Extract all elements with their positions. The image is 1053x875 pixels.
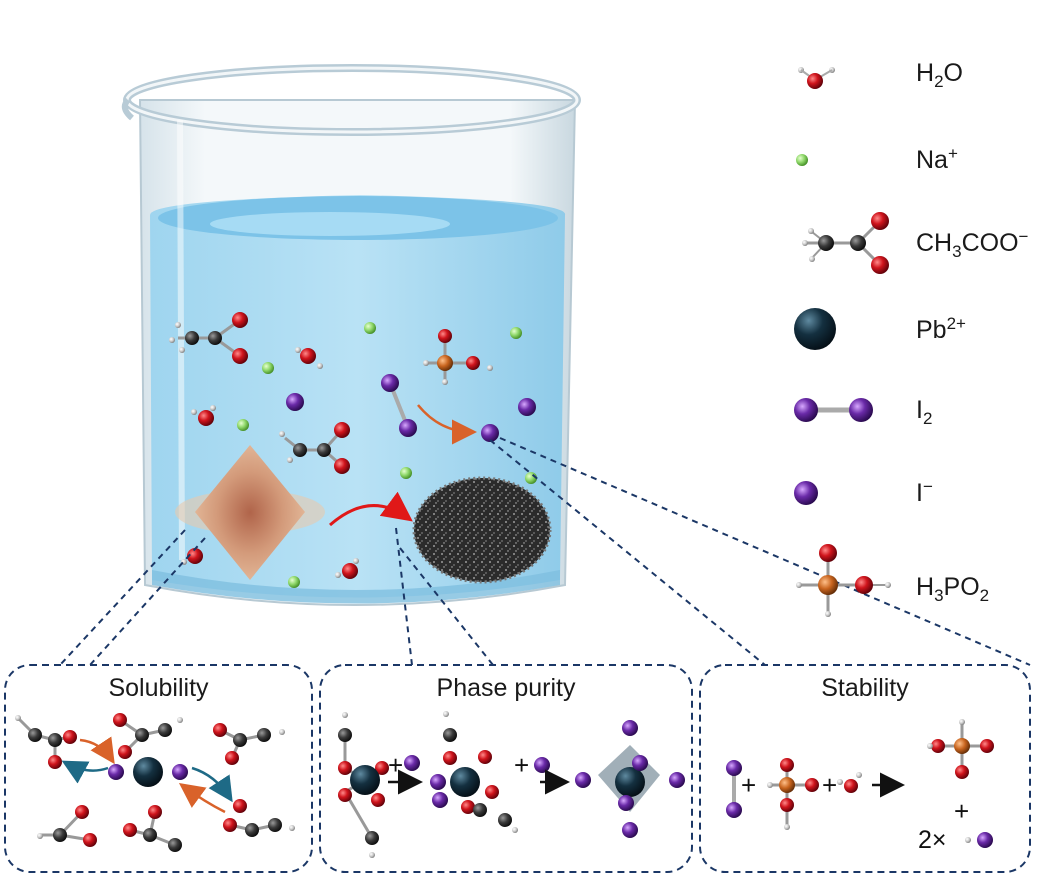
acetate-ion-icon: [802, 212, 889, 274]
plus-sign: +: [822, 770, 838, 800]
iodine-molecule-icon: [794, 398, 873, 422]
solubility-diagram: [15, 713, 295, 852]
reduction-arrow: [417, 404, 477, 445]
acetate-group: [15, 713, 295, 852]
iodide-ion-icon: [794, 481, 818, 505]
panel-title-phase-purity: Phase purity: [436, 674, 576, 702]
transformation-arrow: [329, 491, 413, 527]
formula-part: 2+: [946, 314, 966, 333]
lead-ion: [133, 757, 163, 787]
formula-part: H: [916, 59, 935, 87]
formula-part: I: [916, 396, 923, 424]
formula-part: I: [916, 479, 923, 507]
formula-part: 2: [922, 409, 933, 428]
formula-part: Na: [916, 146, 948, 174]
sodium-ion-icon: [796, 154, 808, 166]
dissolved-species: [169, 312, 537, 588]
formula-part: O: [943, 59, 963, 87]
two-times-multiplier: 2×: [918, 826, 947, 854]
lead-ion-icon: [794, 308, 836, 350]
zoom-connectors: [59, 437, 1031, 666]
black-perovskite: [412, 476, 552, 584]
formula-part: Pb: [916, 316, 947, 344]
formula-part: −: [1018, 227, 1029, 246]
formula-part: 2: [979, 586, 990, 605]
formula-part: 3: [934, 586, 944, 605]
plus-sign: +: [514, 750, 530, 780]
water-molecule-icon: [798, 67, 835, 89]
plus-sign: +: [954, 796, 970, 826]
formula-part: H: [916, 573, 935, 601]
formula-part: PO: [943, 573, 980, 601]
plus-sign: +: [741, 770, 757, 800]
panel-stability: [699, 664, 1031, 873]
legend-label: Na+: [916, 145, 958, 175]
formula-part: 3: [952, 242, 962, 261]
formula-part: −: [922, 477, 933, 496]
formula-part: 2: [934, 72, 944, 91]
phase-purity-diagram: [338, 711, 685, 858]
legend-label: CH3COO−: [916, 227, 1029, 261]
legend-label: H3PO2: [916, 572, 990, 605]
panel-title-stability: Stability: [821, 674, 909, 702]
legend-label: I−: [916, 478, 933, 508]
formula-part: COO: [961, 229, 1019, 257]
stability-diagram: [726, 719, 994, 848]
plus-sign: +: [388, 750, 404, 780]
brown-crystal: [175, 445, 325, 580]
formula-part: CH: [916, 229, 953, 257]
hypophosphorous-acid-icon: [796, 544, 891, 617]
legend-label: H2O: [916, 58, 963, 91]
legend-label: Pb2+: [916, 315, 966, 345]
panel-phase-purity: [319, 664, 693, 873]
legend-label: I2: [916, 395, 933, 428]
formula-part: +: [947, 144, 958, 163]
panel-title-solubility: Solubility: [108, 674, 209, 702]
